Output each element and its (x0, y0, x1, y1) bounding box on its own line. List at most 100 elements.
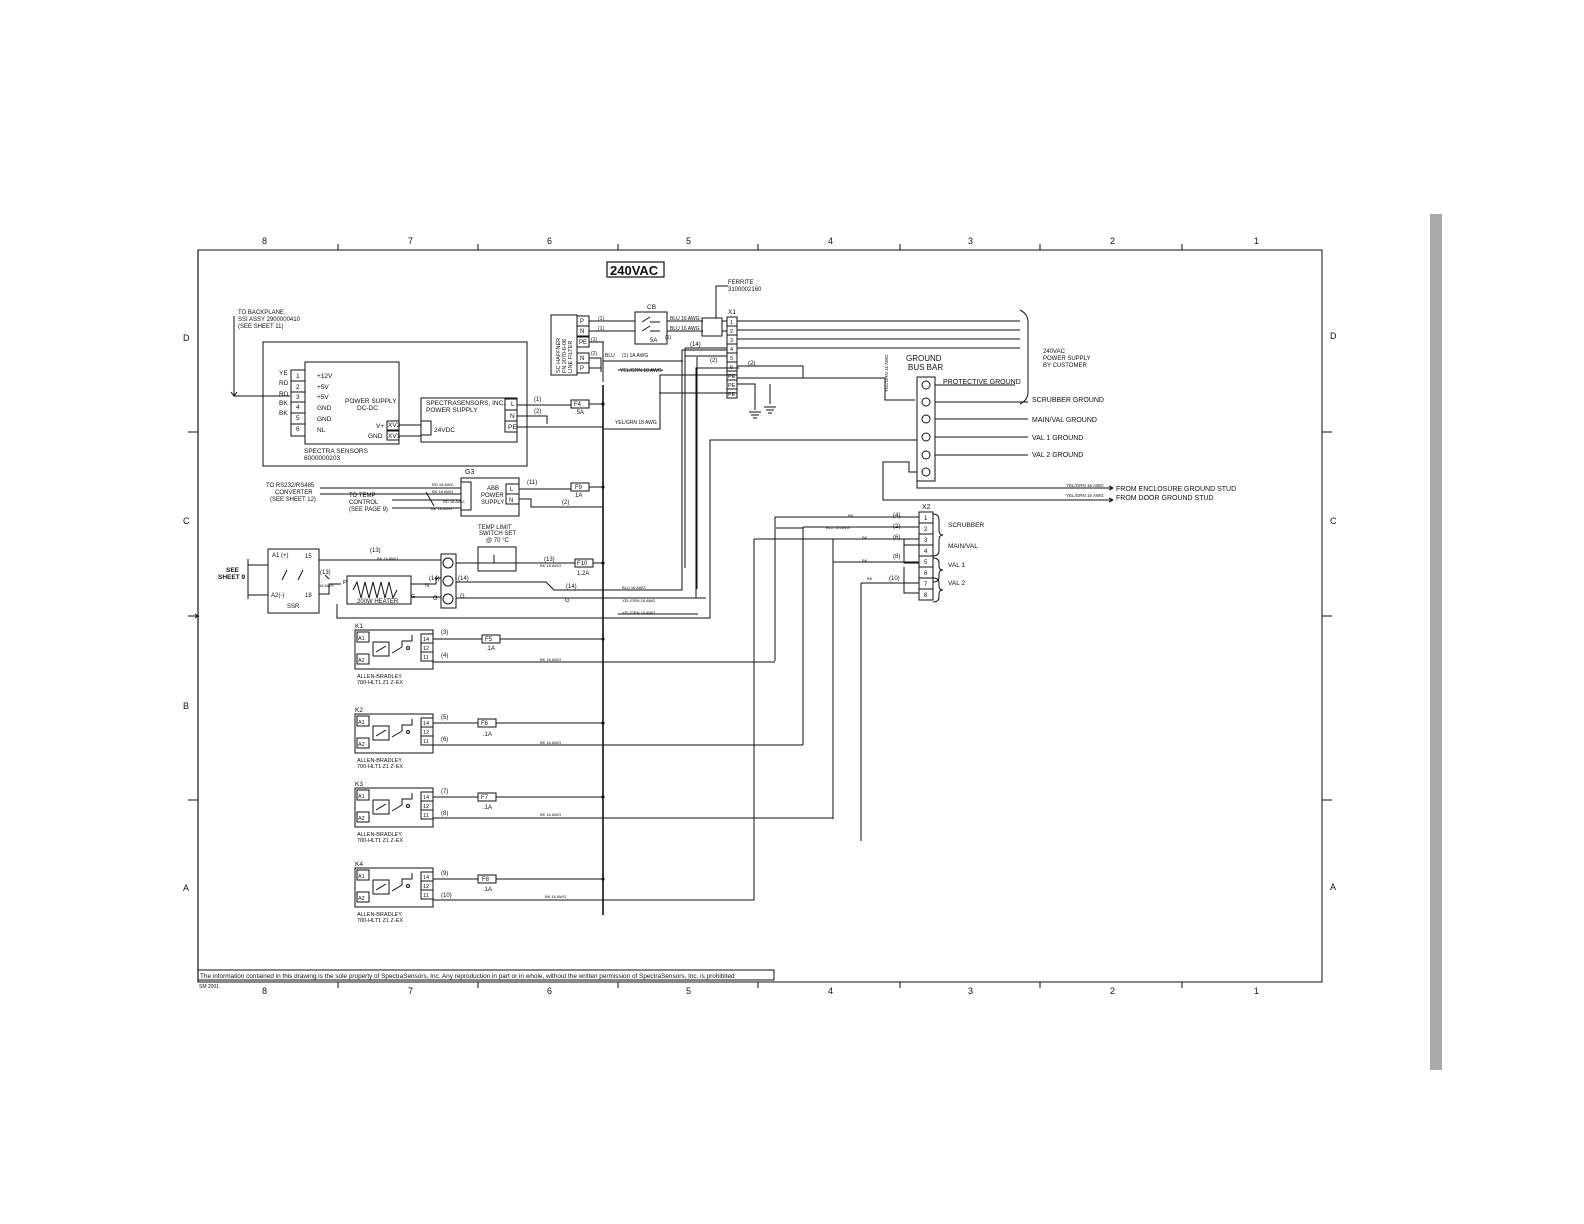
fuse-f9-rating: 1A (575, 493, 582, 499)
ssr-pin: A1 (+) (272, 553, 289, 559)
row-label-right-c: C (1330, 516, 1337, 526)
relay-wire: (8) (441, 811, 448, 817)
temp-limit-2: SWITCH SET (479, 531, 516, 537)
svg-text:YEL/GRN 16 AWG: YEL/GRN 16 AWG (1066, 493, 1104, 498)
relay-model: ALLEN-BRADLEY (357, 674, 402, 680)
col-label-top-8: 8 (262, 236, 267, 246)
row-label-left-c: C (183, 516, 190, 526)
svg-text:(14): (14) (566, 584, 577, 590)
footer-year: SM 2001 (199, 984, 219, 990)
svg-text:BLU 16 AWG: BLU 16 AWG (622, 585, 646, 590)
title-box (606, 261, 665, 278)
relay-wire: (10) (441, 893, 452, 899)
svg-text:2: 2 (924, 527, 928, 533)
svg-text:N: N (425, 583, 429, 589)
svg-text:YEL/GRN 16 AWG: YEL/GRN 16 AWG (1066, 483, 1104, 488)
svg-text:PE: PE (728, 392, 736, 398)
svg-text:BLU 16 AWG: BLU 16 AWG (670, 326, 700, 332)
col-label-top-4: 4 (828, 236, 833, 246)
pin-number: 2 (296, 384, 300, 391)
svg-text:(13): (13) (544, 557, 555, 563)
svg-text:11: 11 (423, 893, 429, 899)
pin-number: 6 (296, 426, 300, 433)
svg-text:(8): (8) (893, 554, 900, 560)
svg-text:YEL/GRN 16 AWG: YEL/GRN 16 AWG (622, 598, 655, 603)
see-sheet-2: SHEET 9 (218, 574, 245, 581)
svg-text:(14): (14) (458, 576, 469, 582)
svg-text:A2: A2 (358, 742, 365, 748)
wire-color: RD (279, 391, 289, 398)
col-label-top-5: 5 (686, 236, 691, 246)
x2-label-val2: VAL 2 (948, 580, 965, 587)
svg-text:PE: PE (728, 374, 736, 380)
ssi-power-title: POWER SUPPLY (426, 407, 478, 414)
col-label-bottom-8: 8 (262, 986, 267, 996)
svg-text:A1: A1 (358, 636, 365, 642)
power-module-outline (262, 341, 528, 467)
scrollbar[interactable] (1430, 214, 1442, 1070)
dcdc-input: GND (368, 433, 383, 440)
svg-text:(14): (14) (429, 576, 440, 582)
svg-text:7: 7 (924, 582, 928, 588)
svg-text:(4): (4) (893, 513, 900, 519)
svg-text:A1: A1 (358, 720, 365, 726)
svg-text:12: 12 (423, 884, 429, 890)
svg-text:BK: BK (848, 513, 854, 518)
relay-wire: (7) (441, 789, 448, 795)
pin-number: XV1 (388, 433, 401, 440)
relay-fuse: F5 (485, 637, 493, 643)
terminal-pe: PE (508, 424, 517, 431)
svg-text:(14): (14) (690, 342, 701, 348)
svg-text:(13): (13) (370, 548, 381, 554)
rs-label-2: CONVERTER (275, 490, 313, 496)
svg-text:P: P (580, 366, 584, 372)
row-label-right-d: D (1330, 331, 1337, 341)
customer-supply-3: BY CUSTOMER (1043, 363, 1087, 369)
ground-label-val1: VAL 1 GROUND (1032, 435, 1083, 442)
svg-text:2: 2 (730, 329, 733, 335)
col-label-bottom-5: 5 (686, 986, 691, 996)
relay-fuse-rating: .1A (483, 805, 492, 811)
fuse-f4-tag: F4 (574, 402, 582, 408)
svg-text:YEL/GRN 18 AWG: YEL/GRN 18 AWG (620, 368, 662, 374)
ssr-pin: 18 (305, 593, 312, 599)
abb-label: SUPPLY (481, 500, 504, 506)
enclosure-stud-label: FROM ENCLOSURE GROUND STUD (1116, 486, 1236, 493)
svg-text:11: 11 (423, 655, 429, 661)
pin-label: +5V (317, 384, 329, 391)
wire-color: YE (279, 370, 288, 377)
row-label-left-d: D (183, 333, 190, 343)
customer-supply-2: POWER SUPPLY (1043, 356, 1091, 362)
x2-label-mainval: MAIN/VAL (948, 543, 978, 550)
relay-model: ALLEN-BRADLEY (357, 912, 402, 918)
relay-wire: (9) (441, 871, 448, 877)
svg-text:16 AWG: 16 AWG (319, 583, 334, 588)
rs-label-3: (SEE SHEET 12) (270, 497, 316, 503)
svg-text:RD 18 AWG: RD 18 AWG (443, 499, 465, 504)
svg-text:5: 5 (924, 560, 928, 566)
pin-number: 4 (296, 404, 300, 411)
svg-text:N: N (580, 356, 584, 362)
backplane-label-1: TO BACKPLANE (238, 310, 284, 316)
svg-text:YEL/GRN 18 AWG: YEL/GRN 18 AWG (615, 420, 657, 426)
pin-label: GND (317, 405, 332, 412)
ssr (267, 548, 320, 614)
svg-text:BK 18 AWG: BK 18 AWG (432, 489, 453, 494)
svg-text:(1): (1) (598, 316, 604, 322)
svg-text:A2: A2 (358, 896, 365, 902)
ferrite (701, 317, 723, 337)
svg-text:BK: BK (862, 535, 868, 540)
page-title: 240VAC (610, 263, 659, 278)
wire-color: BK (279, 400, 288, 407)
col-label-top-7: 7 (408, 236, 413, 246)
relay-model: 700-HLT1 Z1 Z-EX (357, 918, 403, 924)
dcdc-title: POWER SUPPLY (345, 398, 397, 405)
svg-text:12: 12 (423, 730, 429, 736)
relay-wire: (5) (441, 715, 448, 721)
cb-rating: 5A (650, 338, 657, 344)
row-label-left-a: A (183, 883, 189, 893)
svg-text:BK 16 AWG: BK 16 AWG (540, 657, 561, 662)
